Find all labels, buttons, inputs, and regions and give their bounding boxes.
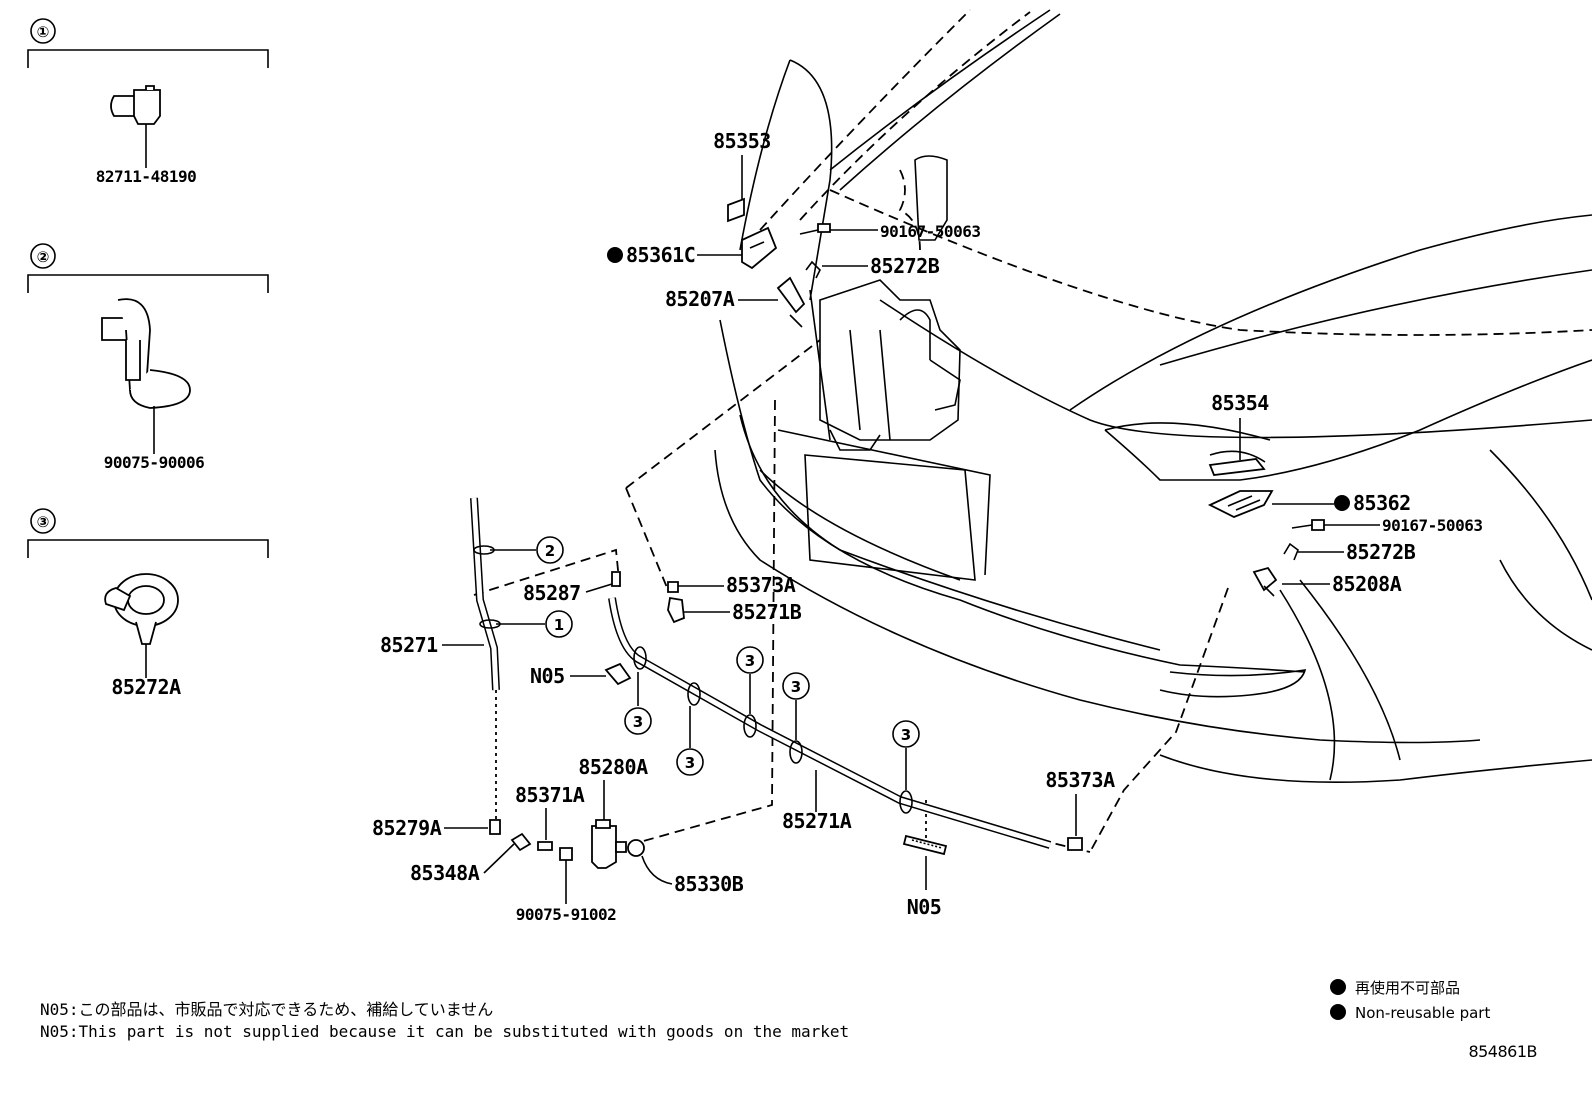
part-85371A: 85371A	[515, 783, 585, 851]
part-90167-lower: 90167-50063	[1291, 516, 1483, 535]
label-85279A: 85279A	[372, 816, 442, 840]
label-85287: 85287	[523, 581, 581, 605]
svg-text:3: 3	[791, 678, 801, 696]
callout-3-a: 3	[624, 672, 652, 735]
inset-2: ② 90075-90006	[27, 243, 269, 472]
label-90167-50063-upper: 90167-50063	[880, 222, 980, 241]
inset-3: ③ 85272A	[27, 508, 269, 699]
hose-85271A	[608, 597, 1052, 849]
part-85208A: 85208A	[1252, 566, 1402, 597]
part-85271A: 85271A	[782, 770, 852, 833]
part-85330B: 85330B	[627, 839, 744, 896]
part-85271B: 85271B	[667, 596, 802, 624]
part-N05-lower: N05	[902, 834, 948, 919]
label-N05-lower: N05	[907, 895, 942, 919]
part-85272B-lower: 85272B	[1283, 540, 1416, 564]
label-85271A: 85271A	[782, 809, 852, 833]
inset-2-number: ②	[37, 248, 50, 266]
part-85373A-upper: 85373A	[667, 573, 796, 597]
inset-2-part: 90075-90006	[104, 453, 204, 472]
label-85271: 85271	[380, 633, 438, 657]
inset-1-number: ①	[37, 23, 50, 41]
legend-japanese: 再使用不可部品	[1355, 979, 1460, 997]
callout-1-number: 1	[554, 616, 564, 634]
part-85361C: 85361C	[607, 226, 778, 270]
part-85280A: 85280A	[578, 755, 649, 869]
washer-tank	[809, 155, 961, 451]
label-85348A: 85348A	[410, 861, 480, 885]
clip-icon	[101, 298, 191, 409]
callout-3-d: 3	[782, 672, 810, 740]
part-90075-91002: 90075-91002	[516, 847, 617, 924]
label-85362: 85362	[1353, 491, 1411, 515]
note-japanese: N05:この部品は、市販品で対応できるため、補給していません	[40, 1000, 493, 1019]
diagram-id: 854861B	[1468, 1042, 1537, 1061]
svg-text:3: 3	[745, 652, 755, 670]
band-clamp-icon	[104, 573, 179, 645]
callout-1: 1	[496, 610, 573, 638]
label-85272B-lower: 85272B	[1346, 540, 1416, 564]
hose-85271	[470, 497, 501, 691]
non-reusable-dot-icon	[607, 247, 623, 263]
callout-3-b: 3	[676, 706, 704, 776]
inset-1-part: 82711-48190	[96, 167, 196, 186]
vehicle-body-outline	[714, 9, 1592, 783]
inset-3-part: 85272A	[111, 675, 181, 699]
svg-text:3: 3	[901, 726, 911, 744]
assembly-dashed-lines	[473, 339, 1229, 853]
label-85330B: 85330B	[674, 872, 744, 896]
non-reusable-dot-icon	[1330, 1004, 1346, 1020]
part-85362: 85362	[1207, 490, 1411, 518]
clamp-icon	[110, 85, 161, 125]
part-85348A: 85348A	[410, 832, 532, 885]
part-85272B-upper: 85272B	[805, 254, 940, 279]
part-N05-upper: N05	[530, 662, 632, 688]
label-90167-50063-lower: 90167-50063	[1382, 516, 1482, 535]
svg-text:3: 3	[685, 754, 695, 772]
part-85271: 85271	[380, 633, 484, 657]
non-reusable-dot-icon	[1330, 979, 1346, 995]
legend-english: Non-reusable part	[1355, 1004, 1490, 1022]
part-85353: 85353	[713, 129, 771, 223]
inset-1: ① 82711-48190	[27, 18, 269, 186]
label-85353: 85353	[713, 129, 771, 153]
label-85272B-upper: 85272B	[870, 254, 940, 278]
label-85208A: 85208A	[1332, 572, 1402, 596]
part-85207A: 85207A	[665, 276, 806, 328]
part-90167-upper: 90167-50063	[799, 222, 981, 241]
label-85280A: 85280A	[578, 755, 648, 779]
non-reusable-dot-icon	[1334, 495, 1350, 511]
callout-2: 2	[490, 536, 564, 564]
label-N05-upper: N05	[530, 664, 565, 688]
part-85287: 85287	[523, 571, 621, 605]
label-85373A-lower: 85373A	[1045, 768, 1115, 792]
callout-3-e: 3	[892, 720, 920, 790]
label-85271B: 85271B	[732, 600, 802, 624]
part-85373A-lower: 85373A	[1045, 768, 1116, 851]
label-85373A-upper: 85373A	[726, 573, 796, 597]
callout-2-number: 2	[545, 542, 555, 560]
note-english: N05:This part is not supplied because it…	[40, 1022, 849, 1041]
label-85354: 85354	[1211, 391, 1269, 415]
label-85371A: 85371A	[515, 783, 585, 807]
label-85207A: 85207A	[665, 287, 735, 311]
callout-3-c: 3	[736, 646, 764, 714]
legend: 再使用不可部品 Non-reusable part	[1330, 979, 1490, 1022]
svg-text:3: 3	[633, 713, 643, 731]
label-90075-91002: 90075-91002	[516, 905, 616, 924]
label-85361C: 85361C	[626, 243, 695, 267]
part-85279A: 85279A	[372, 816, 501, 840]
part-85354: 85354	[1208, 391, 1270, 476]
inset-3-number: ③	[37, 513, 50, 531]
